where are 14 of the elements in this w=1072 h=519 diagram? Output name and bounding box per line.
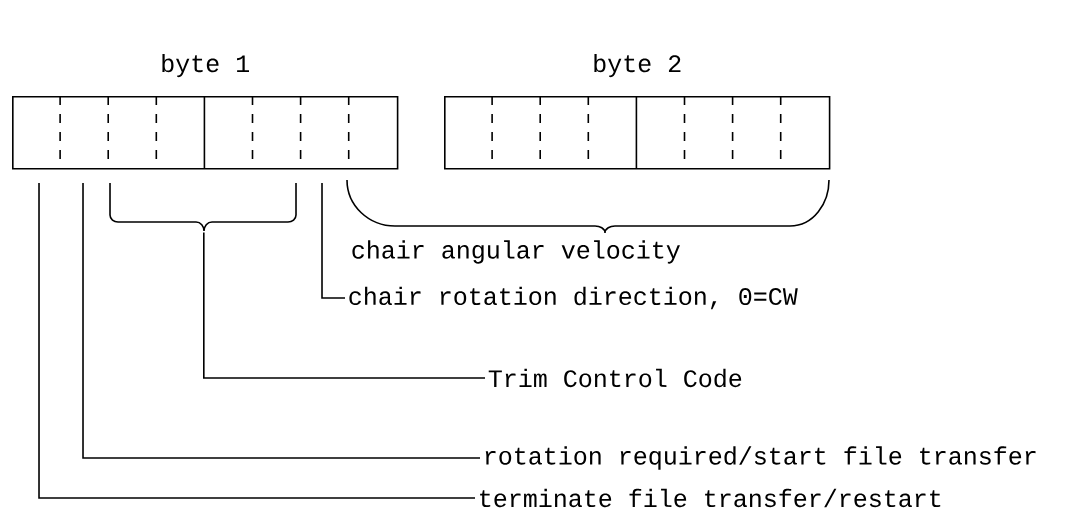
node-label: byte 2 (594, 53, 681, 78)
field-description: terminate file transfer/restart (480, 488, 941, 508)
field-description: chair angular velocity (352, 240, 680, 264)
register-box: byte 1 (12, 53, 399, 170)
field-description: Trim Control Code (488, 368, 742, 388)
node-label: byte 1 (162, 53, 249, 78)
field-description: rotation required/start file transfer (485, 446, 1036, 470)
leader-line (203, 231, 486, 379)
field-description: chair rotation direction, 0=CW (349, 286, 798, 310)
bracket (109, 182, 297, 232)
leader-line (38, 182, 476, 499)
leader-line (321, 182, 346, 299)
leader-line (82, 182, 481, 459)
register-box: byte 2 (444, 53, 831, 170)
